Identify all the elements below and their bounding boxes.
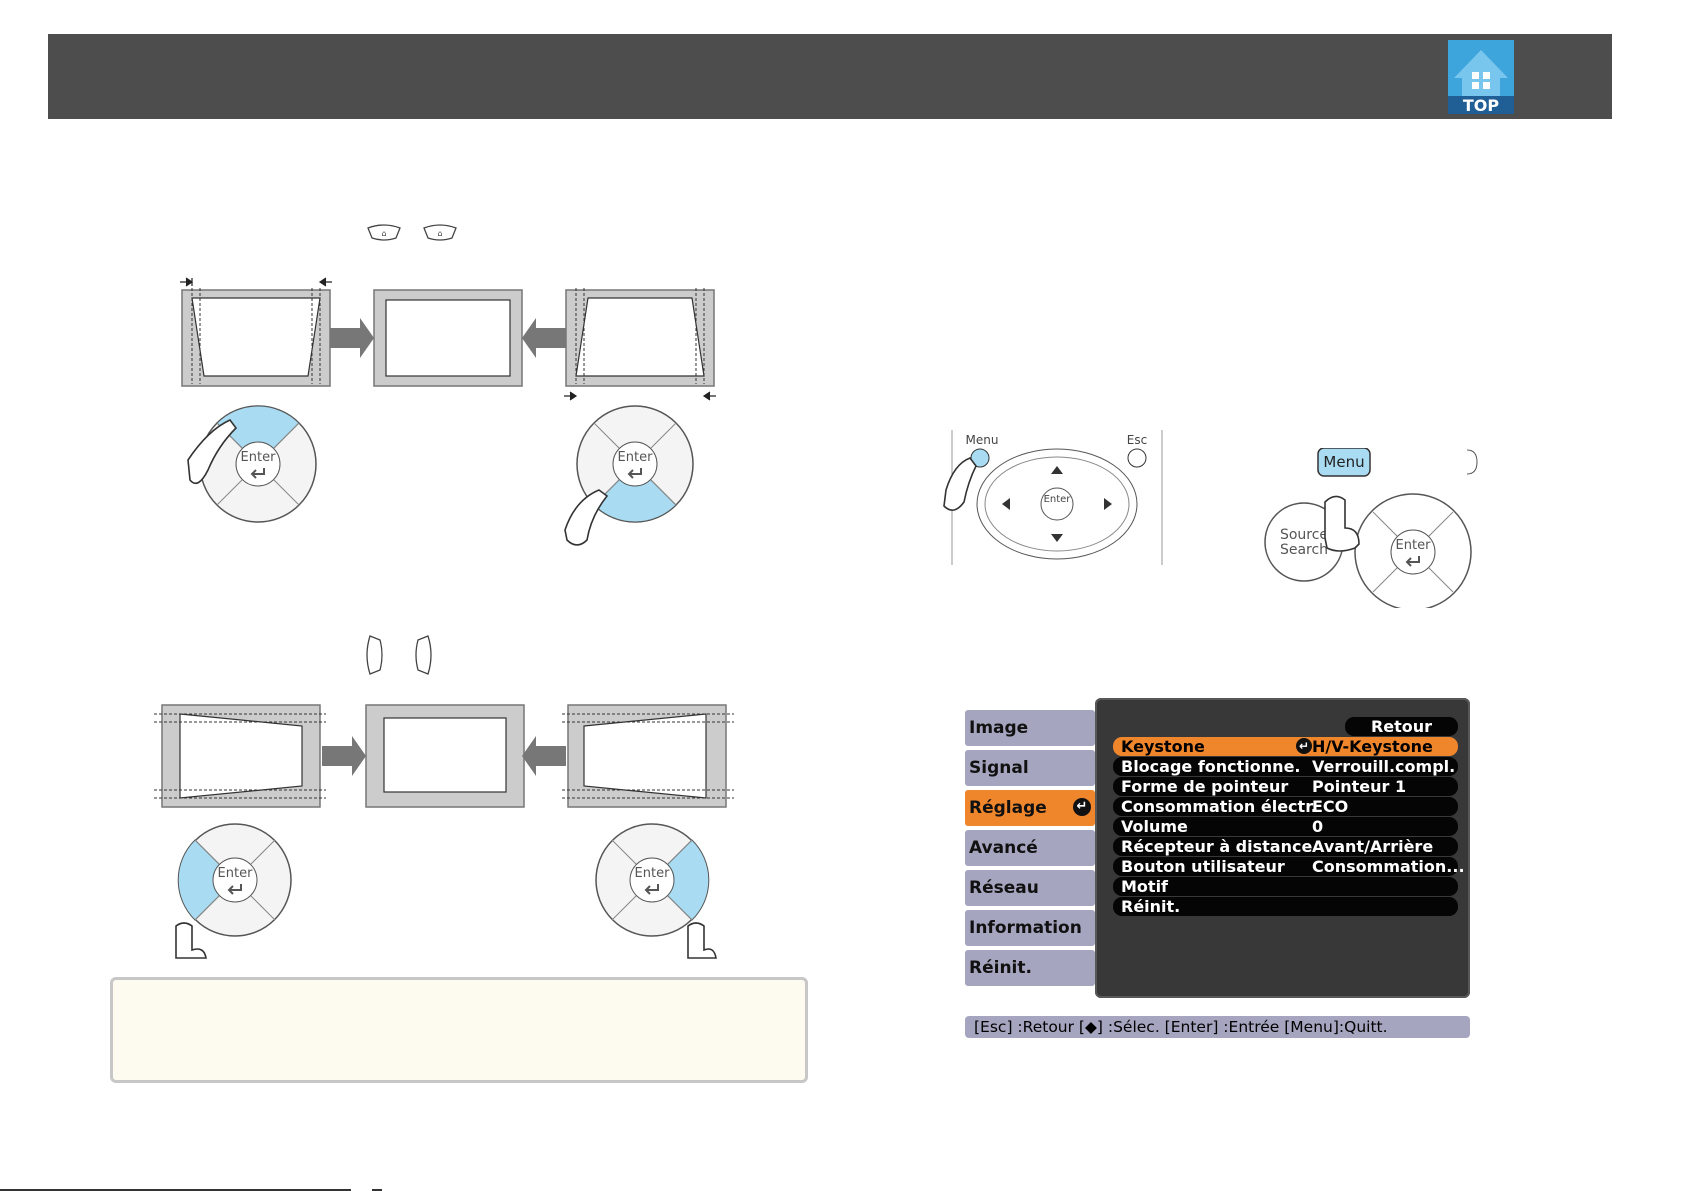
panel-enter-label: Enter [1396,538,1432,553]
osd-menu-row[interactable]: Motif [1113,877,1458,896]
osd-menu-row[interactable]: Réinit. [1113,897,1458,916]
footer-rule [0,1189,351,1191]
vertical-keystone-diagram [180,277,716,401]
osd-row-label: Récepteur à distance [1121,837,1313,856]
remote-esc-label: Esc [1127,433,1147,447]
enter-label: Enter [241,450,277,465]
footer-dash [372,1189,382,1191]
osd-menu-row[interactable]: Keystone H/V-Keystone↵ [1113,737,1458,756]
header-bar [48,34,1612,119]
osd-row-value: ECO [1312,797,1349,816]
control-panel-illustration: Menu Source Search Enter [1264,448,1478,608]
osd-tab-4[interactable]: Réseau [965,870,1095,906]
osd-row-label: Réinit. [1121,897,1181,916]
keystone-vertical-icons: ⌂ ⌂ [367,224,457,241]
note-box [110,977,808,1083]
panel-menu-label: Menu [1323,453,1364,471]
enter-return-icon: ↵ [1296,738,1312,754]
horizontal-keystone-diagram [154,704,734,808]
enter-label: Enter [218,866,254,881]
top-logo-text: TOP [1463,96,1500,114]
svg-text:⌂: ⌂ [437,229,442,238]
dpad-up-pressed: Enter [187,405,317,523]
osd-row-value: H/V-Keystone [1312,737,1433,756]
osd-row-value: Pointeur 1 [1312,777,1407,796]
osd-row-label: Motif [1121,877,1169,896]
osd-row-label: Bouton utilisateur [1121,857,1285,876]
source-search-line1: Source [1280,527,1328,543]
enter-label: Enter [618,450,654,465]
osd-row-value: Avant/Arrière [1312,837,1434,856]
osd-back-button[interactable]: Retour [1345,717,1458,736]
osd-menu-row[interactable]: Consommation électr.ECO [1113,797,1458,816]
remote-enter-label: Enter [1044,494,1072,505]
osd-row-value: Verrouill.compl. [1312,757,1456,776]
osd-menu-row[interactable]: Blocage fonctionne. Verrouill.compl. [1113,757,1458,776]
source-search-line2: Search [1280,542,1328,558]
osd-menu-row[interactable]: Volume 0 [1113,817,1458,836]
osd-row-label: Keystone [1121,737,1205,756]
osd-row-label: Blocage fonctionne. [1121,757,1301,776]
osd-row-value: Consommation... [1312,857,1465,876]
osd-row-label: Volume [1121,817,1188,836]
osd-row-label: Forme de pointeur [1121,777,1289,796]
osd-tab-0[interactable]: Image [965,710,1095,746]
remote-control-illustration: Menu Esc Enter [943,430,1163,565]
svg-text:⌂: ⌂ [381,229,386,238]
dpad-left-pressed: Enter [175,823,292,959]
osd-menu-row[interactable]: Bouton utilisateur Consommation... [1113,857,1465,876]
top-home-icon[interactable]: TOP [1448,40,1514,114]
osd-tab-3[interactable]: Avancé [965,830,1095,866]
enter-return-icon: ↵ [1073,798,1091,816]
osd-menu-row[interactable]: Forme de pointeur Pointeur 1 [1113,777,1458,796]
osd-row-label: Consommation électr. [1121,797,1317,816]
osd-tab-6[interactable]: Réinit. [965,950,1095,986]
keystone-horizontal-icons [366,635,432,675]
dpad-right-pressed: Enter [595,823,717,959]
osd-row-value: 0 [1312,817,1324,836]
remote-menu-label: Menu [966,433,999,447]
osd-status-bar: [Esc] :Retour [◆] :Sélec. [Enter] :Entré… [965,1016,1470,1038]
enter-label: Enter [635,866,671,881]
osd-tab-1[interactable]: Signal [965,750,1095,786]
dpad-down-pressed: Enter [564,405,694,546]
osd-tab-5[interactable]: Information [965,910,1095,946]
